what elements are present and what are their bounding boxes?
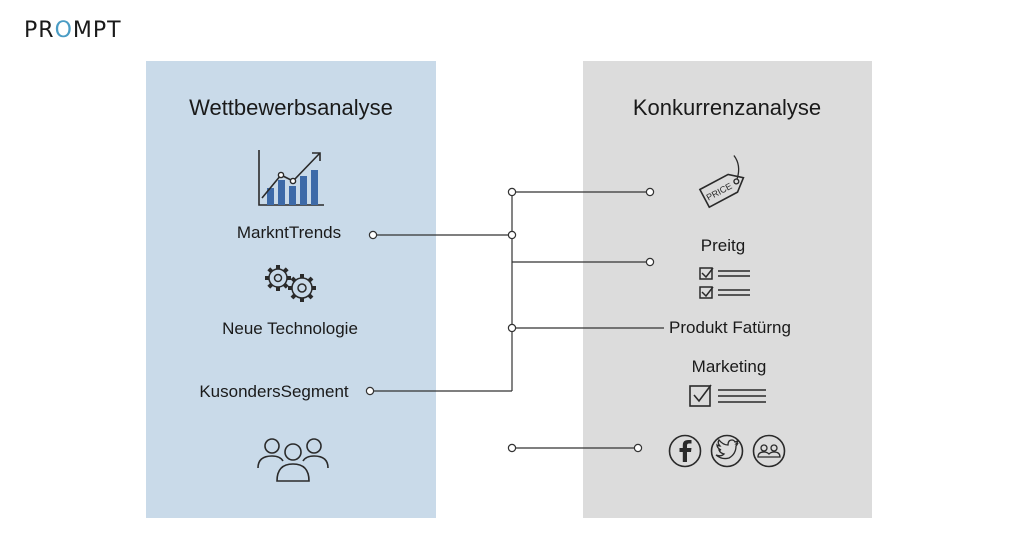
marketing-label: Marketing: [691, 357, 767, 376]
logo-prefix: PR: [24, 18, 55, 43]
customer-segment-label: KusondersSegment: [199, 382, 349, 401]
people-icon: [257, 438, 329, 482]
logo: PROMPT: [24, 18, 122, 43]
logo-accent-letter: O: [54, 18, 73, 43]
facebook-icon: [668, 434, 702, 468]
price-tag-icon: PRICE: [698, 155, 745, 209]
gears-icon: [265, 265, 316, 302]
twitter-icon: [710, 434, 744, 468]
community-icon: [752, 434, 786, 468]
left-panel-title: Wettbewerbsanalyse: [189, 95, 393, 120]
marketing-checklist-icon: [689, 384, 766, 407]
right-panel-title: Konkurrenzanalyse: [632, 95, 822, 120]
product-features-label: Produkt Fatürng: [669, 318, 791, 337]
chart-icon: [258, 150, 324, 206]
market-trends-label: MarkntTrends: [236, 223, 342, 242]
new-technology-label: Neue Technologie: [222, 319, 358, 338]
checklist-icon: [699, 267, 750, 299]
pricing-label: Preitg: [700, 236, 746, 255]
social-icons-row: [668, 434, 786, 468]
logo-suffix: MPT: [72, 18, 122, 43]
